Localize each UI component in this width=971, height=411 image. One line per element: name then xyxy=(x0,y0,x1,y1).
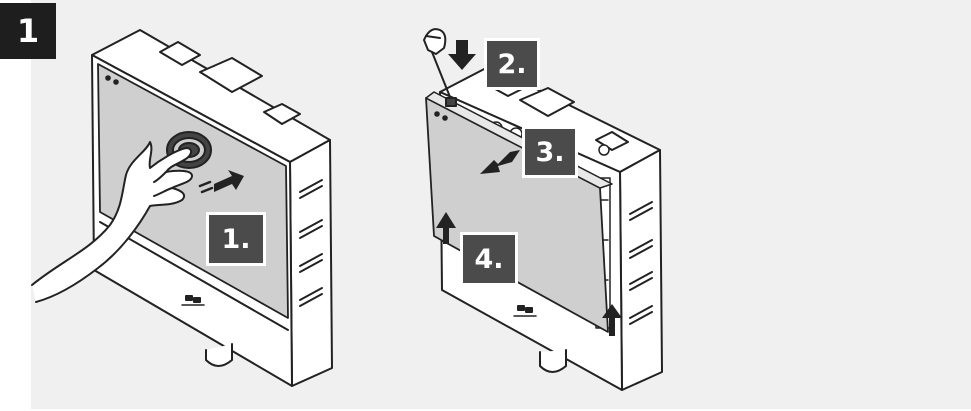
push-arrow-icon xyxy=(198,170,244,194)
hand-icon xyxy=(31,141,193,303)
brand-logo xyxy=(181,295,205,306)
arrow-icon xyxy=(436,40,622,336)
step-label-3: 3. xyxy=(522,126,578,178)
step-label-2: 2. xyxy=(484,38,540,90)
step-label-4: 4. xyxy=(460,232,518,286)
step-number-badge: 1 xyxy=(0,3,56,59)
brand-logo xyxy=(513,305,537,317)
screwdriver-icon xyxy=(423,28,457,107)
right-device xyxy=(425,65,663,391)
step-label-1: 1. xyxy=(206,212,266,266)
vent-slots xyxy=(299,179,323,307)
vent-slots xyxy=(629,201,653,325)
left-device xyxy=(91,29,333,387)
